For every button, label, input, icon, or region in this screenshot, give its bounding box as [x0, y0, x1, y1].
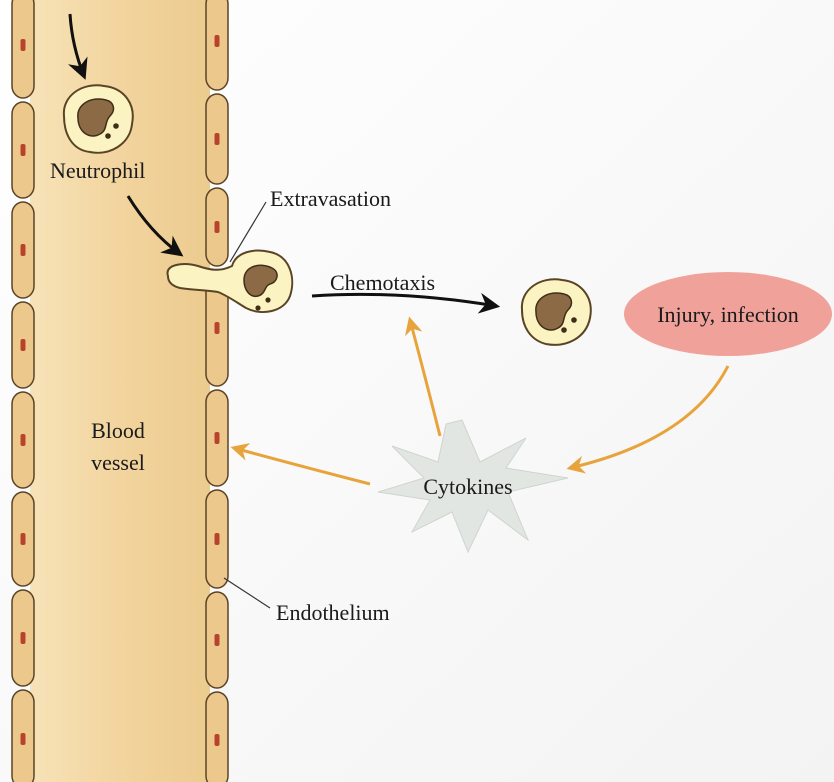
extravasation-label: Extravasation — [270, 186, 391, 211]
endothelial-nucleus — [21, 434, 26, 446]
blood-vessel-label-line2: vessel — [91, 450, 145, 475]
endothelial-nucleus — [215, 734, 220, 746]
endothelial-nucleus — [21, 144, 26, 156]
endothelial-nucleus — [21, 39, 26, 51]
endothelial-nucleus — [21, 533, 26, 545]
endothelial-nucleus — [215, 533, 220, 545]
endothelial-nucleus — [215, 35, 220, 47]
endothelial-nucleus — [215, 133, 220, 145]
endothelial-nucleus — [215, 634, 220, 646]
endothelial-nucleus — [215, 322, 220, 334]
chemotaxis-label: Chemotaxis — [330, 270, 435, 295]
endothelial-nucleus — [21, 339, 26, 351]
endothelial-nucleus — [21, 632, 26, 644]
endothelial-nucleus — [215, 432, 220, 444]
endothelial-nucleus — [21, 244, 26, 256]
injury-infection-label: Injury, infection — [657, 302, 799, 327]
blood-vessel-label-line1: Blood — [91, 418, 145, 443]
neutrophil-cell-icon — [64, 85, 133, 152]
neutrophil-cell-icon — [522, 279, 591, 345]
neutrophil-label: Neutrophil — [50, 158, 145, 183]
endothelium-label: Endothelium — [276, 600, 390, 625]
endothelial-nucleus — [21, 733, 26, 745]
cytokines-label: Cytokines — [423, 474, 512, 499]
endothelial-nucleus — [215, 221, 220, 233]
